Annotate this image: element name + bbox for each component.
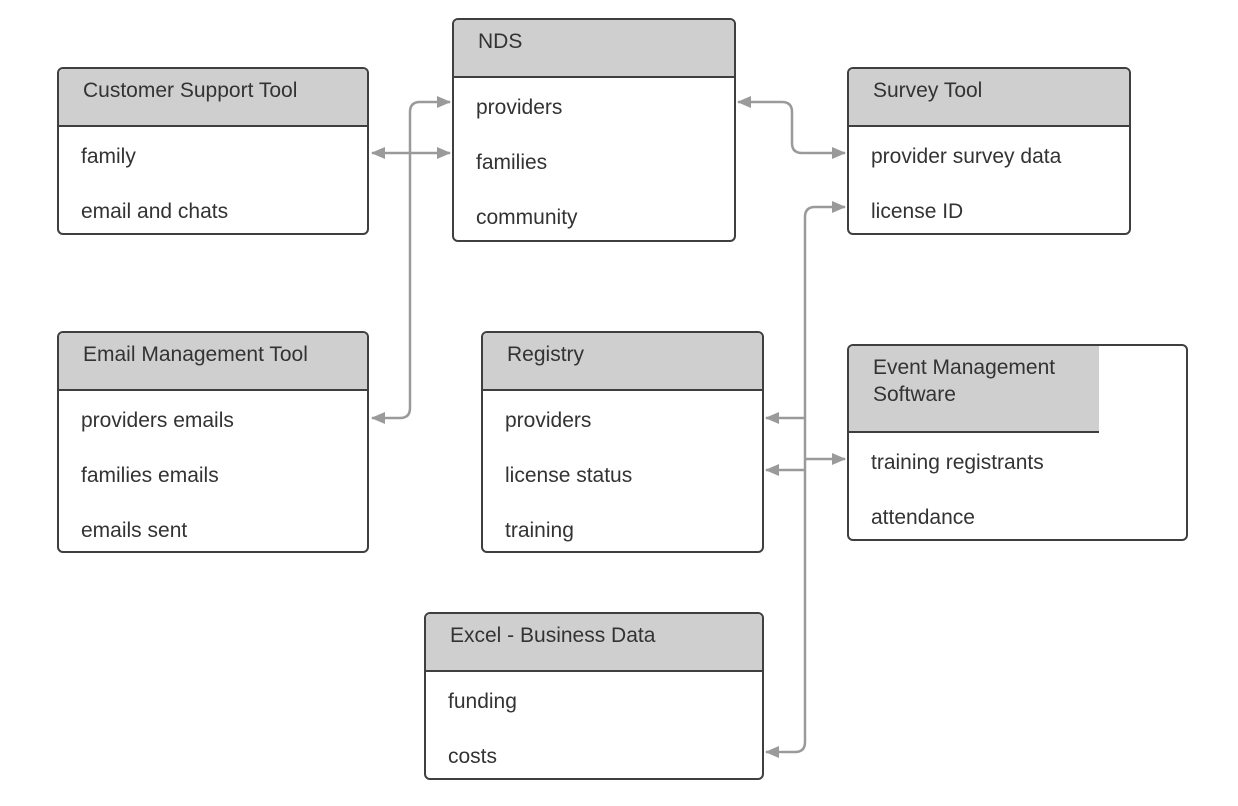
table-header-nds: NDS [454, 20, 734, 78]
table-row-event-attendance: attendance [871, 505, 975, 529]
table-row-survey-license-id: license ID [871, 199, 964, 223]
table-customer-support-tool[interactable]: Customer Support Tool family email and c… [57, 67, 369, 235]
table-event-management-software[interactable]: Event Management Software training regis… [847, 344, 1188, 541]
table-row-email-providers-emails: providers emails [81, 408, 234, 432]
connector-email-management-nds [371, 96, 451, 424]
table-row-nds-families: families [476, 150, 548, 174]
table-row-nds-community: community [476, 205, 578, 229]
table-row-registry-license-status: license status [505, 463, 633, 487]
connector-survey-excel [765, 201, 846, 758]
table-row-excel-costs: costs [448, 744, 498, 768]
table-header-survey-tool: Survey Tool [849, 69, 1129, 127]
table-row-registry-training: training [505, 518, 574, 542]
table-row-email-families-emails: families emails [81, 463, 219, 487]
table-nds[interactable]: NDS providers families community [452, 18, 736, 242]
table-row-survey-provider-survey-data: provider survey data [871, 144, 1062, 168]
table-header-event-management-software: Event Management Software [849, 346, 1099, 433]
table-registry[interactable]: Registry providers license status traini… [481, 331, 764, 553]
table-row-excel-funding: funding [448, 689, 517, 713]
table-email-management-tool[interactable]: Email Management Tool providers emails f… [57, 331, 369, 553]
table-header-customer-support-tool: Customer Support Tool [59, 69, 367, 127]
table-excel-business-data[interactable]: Excel - Business Data funding costs [424, 612, 764, 780]
table-header-excel-business-data: Excel - Business Data [426, 614, 762, 672]
table-row-customer-support-family: family [81, 144, 136, 168]
table-row-registry-providers: providers [505, 408, 592, 432]
connector-nds-survey [737, 96, 846, 159]
table-row-email-emails-sent: emails sent [81, 518, 188, 542]
table-row-event-training-registrants: training registrants [871, 450, 1044, 474]
table-row-nds-providers: providers [476, 95, 563, 119]
table-row-customer-support-email-and-chats: email and chats [81, 199, 229, 223]
table-header-registry: Registry [483, 333, 762, 391]
table-survey-tool[interactable]: Survey Tool provider survey data license… [847, 67, 1131, 235]
table-header-email-management-tool: Email Management Tool [59, 333, 367, 391]
